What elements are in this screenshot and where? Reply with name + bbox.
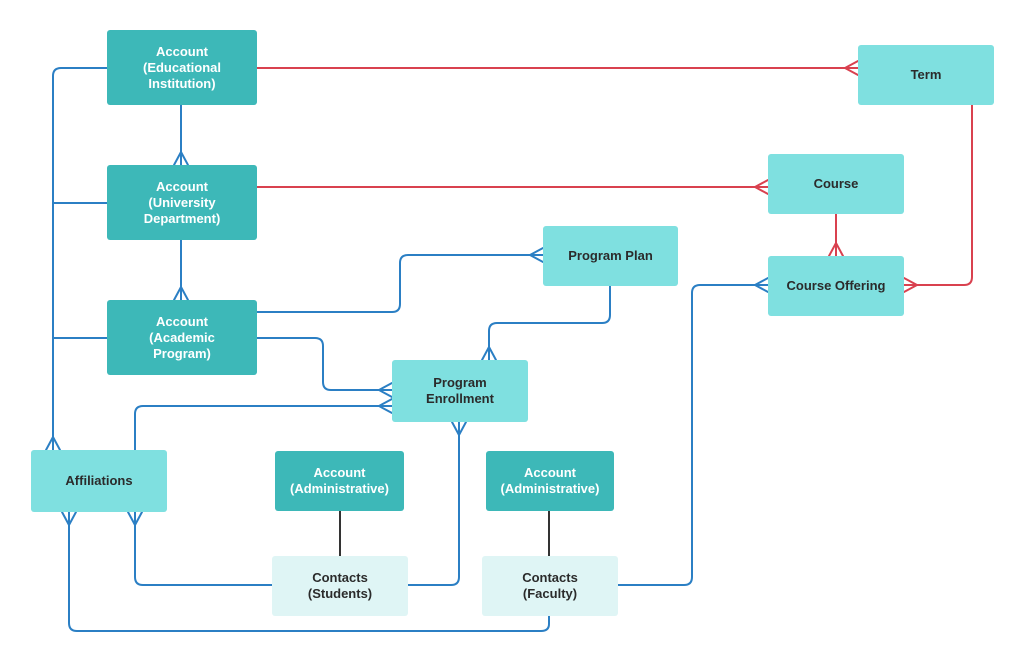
crowfoot-course-left	[754, 179, 769, 195]
node-affiliations[interactable]: Affiliations	[31, 450, 167, 512]
crowfoot-course-offering-right	[903, 277, 918, 293]
edge-program-plan-enrollment	[488, 285, 611, 361]
node-term[interactable]: Term	[858, 45, 994, 105]
edge-faculty-affiliations	[68, 511, 550, 632]
crowfoot-enrollment-bottom	[451, 421, 467, 436]
node-program-plan[interactable]: Program Plan	[543, 226, 678, 286]
node-course-offering[interactable]: Course Offering	[768, 256, 904, 316]
edge-account-acad-enrollment	[256, 337, 393, 391]
crowfoot-course-offering-left	[754, 277, 769, 293]
edge-students-affiliations	[134, 511, 273, 586]
node-contacts-students[interactable]: Contacts (Students)	[272, 556, 408, 616]
crowfoot-enrollment-left-2	[378, 398, 393, 414]
edge-account-acad-program-plan	[256, 254, 544, 313]
crowfoot-course-offering-top	[828, 242, 844, 257]
crowfoot-affiliations-bottom-left	[61, 511, 77, 526]
node-account-administrative-2[interactable]: Account (Administrative)	[486, 451, 614, 511]
node-account-educational-institution[interactable]: Account (Educational Institution)	[107, 30, 257, 105]
node-account-university-department[interactable]: Account (University Department)	[107, 165, 257, 240]
edge-affiliations-account-edu	[52, 67, 108, 451]
crowfoot-account-univ-top	[173, 151, 189, 166]
crowfoot-account-acad-top	[173, 286, 189, 301]
crowfoot-program-plan-left	[529, 247, 544, 263]
crowfoot-term-left	[844, 60, 859, 76]
crowfoot-affiliations-bottom-right	[127, 511, 143, 526]
node-course[interactable]: Course	[768, 154, 904, 214]
edge-term-course-offering	[903, 104, 973, 286]
node-contacts-faculty[interactable]: Contacts (Faculty)	[482, 556, 618, 616]
edge-students-enrollment	[407, 421, 460, 586]
node-account-academic-program[interactable]: Account (Academic Program)	[107, 300, 257, 375]
crowfoot-enrollment-top	[481, 346, 497, 361]
edge-affiliations-enrollment	[134, 405, 393, 451]
node-account-administrative-1[interactable]: Account (Administrative)	[275, 451, 404, 511]
edge-faculty-course-offering	[617, 284, 769, 586]
crowfoot-enrollment-left-1	[378, 382, 393, 398]
node-program-enrollment[interactable]: Program Enrollment	[392, 360, 528, 422]
crowfoot-affiliations-top	[45, 436, 61, 451]
